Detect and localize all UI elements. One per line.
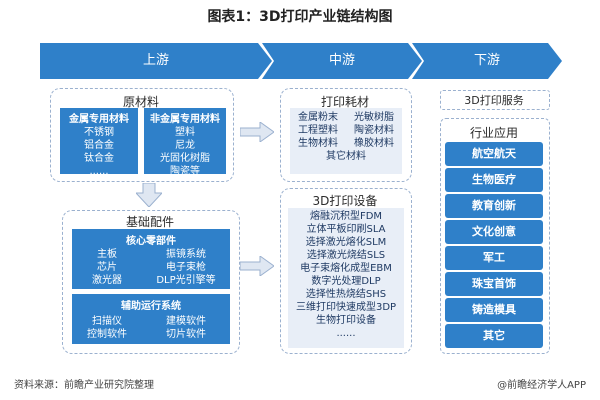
consumables-label: 打印耗材 bbox=[320, 95, 369, 109]
list-cell: 陶瓷材料 bbox=[354, 125, 394, 136]
list-item: 选择性热烧结SHS bbox=[305, 289, 387, 300]
equipment-list: 熔融沉积型FDM 立体平板印刷SLA 选择激光熔化SLM 选择激光烧结SLS 电… bbox=[288, 210, 404, 340]
list-cell: 电子束枪 bbox=[166, 262, 206, 273]
source-note: 资料来源：前瞻产业研究院整理 bbox=[14, 380, 154, 391]
list-cell: 切片软件 bbox=[166, 329, 206, 340]
list-cell: 橡胶材料 bbox=[354, 138, 394, 149]
list-cell: DLP光引擎等 bbox=[156, 275, 216, 286]
consumables-list: 金属粉末 光敏树脂 工程塑料 陶瓷材料 生物材料 橡胶材料 其它材料 bbox=[290, 111, 402, 163]
list-item: 激光器 DLP光引擎等 bbox=[72, 274, 230, 287]
list-cell: 光敏树脂 bbox=[354, 112, 394, 123]
list-cell: 工程塑料 bbox=[298, 125, 338, 136]
app-item: 铸造模具 bbox=[445, 298, 543, 322]
components-label: 基础配件 bbox=[125, 215, 174, 229]
stage-banner-downstream: 下游 bbox=[412, 43, 562, 79]
stage-label-downstream: 下游 bbox=[473, 53, 500, 68]
list-item: 控制软件 切片软件 bbox=[72, 328, 230, 341]
metal-material-header: 金属专用材料 bbox=[60, 110, 138, 125]
metal-header-text: 金属专用材料 bbox=[69, 114, 129, 125]
banner-arrow-shape bbox=[40, 43, 272, 79]
list-cell: 建模软件 bbox=[166, 316, 206, 327]
equipment-label: 3D打印设备 bbox=[312, 194, 378, 208]
right-arrow-icon bbox=[240, 122, 274, 142]
equipment-box bbox=[288, 208, 404, 348]
list-cell: 生物材料 bbox=[298, 138, 338, 149]
app-item: 其它 bbox=[445, 324, 543, 348]
core-parts-list: 主板 振镜系统 芯片 电子束枪 激光器 DLP光引擎等 bbox=[72, 248, 230, 287]
metal-material-list: 不锈钢 铝合金 钛合金 ...... bbox=[60, 126, 138, 178]
list-item: 铝合金 bbox=[84, 140, 114, 151]
app-item: 教育创新 bbox=[445, 194, 543, 218]
list-item: 工程塑料 陶瓷材料 bbox=[290, 124, 402, 137]
list-item: 数字光处理DLP bbox=[311, 276, 381, 287]
down-arrow-icon bbox=[136, 183, 162, 207]
app-item: 航空航天 bbox=[445, 142, 543, 166]
list-cell: 芯片 bbox=[97, 262, 117, 273]
stage-label-upstream: 上游 bbox=[142, 53, 169, 68]
list-item: 其它材料 bbox=[326, 151, 366, 162]
list-cell: 激光器 bbox=[92, 275, 122, 286]
list-item: 不锈钢 bbox=[84, 127, 114, 138]
aux-system-header: 辅助运行系统 bbox=[121, 301, 181, 312]
raw-materials-label: 原材料 bbox=[122, 95, 159, 109]
list-item: ...... bbox=[89, 166, 109, 177]
nonmetal-material-header: 非金属专用材料 bbox=[144, 110, 226, 125]
nonmetal-material-list: 塑料 尼龙 光固化树脂 陶瓷等 bbox=[144, 126, 226, 178]
core-parts-box bbox=[72, 229, 230, 289]
consumables-box bbox=[290, 108, 402, 174]
list-cell: 扫描仪 bbox=[92, 316, 122, 327]
core-parts-header: 核心零部件 bbox=[126, 236, 176, 247]
app-item: 军工 bbox=[445, 246, 543, 270]
stage-banner-midstream: 中游 bbox=[262, 43, 422, 79]
aux-system-box bbox=[72, 294, 230, 344]
app-item: 文化创意 bbox=[445, 220, 543, 244]
brand-credit: @前瞻经济学人APP bbox=[497, 380, 586, 391]
list-item: 塑料 bbox=[175, 127, 195, 138]
list-item: 光固化树脂 bbox=[160, 153, 210, 164]
list-item: 选择激光烧结SLS bbox=[306, 250, 386, 261]
list-cell: 振镜系统 bbox=[166, 249, 206, 260]
page-title: 图表1：3D打印产业链结构图 bbox=[207, 9, 393, 25]
list-item: 电子束熔化成型EBM bbox=[300, 263, 392, 274]
service-box bbox=[440, 90, 550, 110]
app-item: 珠宝首饰 bbox=[445, 272, 543, 296]
aux-system-list: 扫描仪 建模软件 控制软件 切片软件 bbox=[72, 315, 230, 341]
list-item: 生物材料 橡胶材料 bbox=[290, 137, 402, 150]
list-item: 扫描仪 建模软件 bbox=[72, 315, 230, 328]
nonmetal-header-text: 非金属专用材料 bbox=[150, 114, 220, 125]
list-item: 芯片 电子束枪 bbox=[72, 261, 230, 274]
list-item: 尼龙 bbox=[175, 140, 195, 151]
list-item: 熔融沉积型FDM bbox=[309, 211, 383, 222]
list-item: 金属粉末 光敏树脂 bbox=[290, 111, 402, 124]
list-cell: 主板 bbox=[97, 249, 117, 260]
list-cell: 金属粉末 bbox=[298, 112, 338, 123]
stage-label-midstream: 中游 bbox=[328, 53, 355, 68]
stage-banner-upstream: 上游 bbox=[40, 43, 272, 79]
list-item: 三维打印快速成型3DP bbox=[295, 302, 397, 313]
apps-label: 行业应用 bbox=[469, 126, 518, 140]
list-item: 钛合金 bbox=[84, 153, 114, 164]
list-item: 选择激光熔化SLM bbox=[305, 237, 387, 248]
list-item: 生物打印设备 bbox=[316, 315, 376, 326]
app-item: 生物医疗 bbox=[445, 168, 543, 192]
list-item: ...... bbox=[336, 328, 356, 339]
banner-arrow-shape bbox=[262, 43, 422, 79]
banner-arrow-shape bbox=[412, 43, 562, 79]
service-label: 3D打印服务 bbox=[464, 94, 524, 107]
right-arrow-icon bbox=[240, 256, 274, 276]
list-item: 立体平板印刷SLA bbox=[306, 224, 386, 235]
list-cell: 控制软件 bbox=[87, 329, 127, 340]
list-item: 主板 振镜系统 bbox=[72, 248, 230, 261]
list-item: 陶瓷等 bbox=[170, 166, 200, 177]
